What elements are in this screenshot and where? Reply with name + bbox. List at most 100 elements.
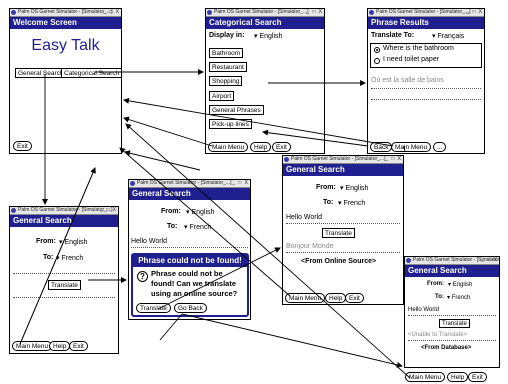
main-menu-button[interactable]: Main Menu <box>405 372 446 382</box>
form-title: Phrase Results <box>368 17 484 29</box>
flow-arrow <box>403 145 406 153</box>
from-label: From: <box>36 238 56 245</box>
palm-icon <box>207 10 212 15</box>
form-title: Categorical Search <box>206 17 324 29</box>
phrase-option-label: I need toilet paper <box>383 56 440 63</box>
to-label: To: <box>167 223 178 230</box>
output-line <box>286 252 400 253</box>
from-language-select[interactable]: ▾ English <box>186 209 215 216</box>
input-line <box>408 315 496 316</box>
exit-button[interactable]: Exit <box>13 141 32 151</box>
from-label: From: <box>316 184 336 191</box>
general-search-online-window: Palm OS Garnet Simulator - [Simulator_..… <box>282 155 404 305</box>
categorical-search-window: Palm OS Garnet Simulator - [Simulator_..… <box>205 8 325 154</box>
dialog-message: Phrase could not be found! Can we transl… <box>151 269 238 298</box>
display-in-select[interactable]: ▾ English <box>254 33 283 40</box>
input-line[interactable] <box>13 273 115 274</box>
main-menu-button[interactable]: Main Menu <box>285 293 326 303</box>
output-line <box>408 340 496 341</box>
help-button[interactable]: Help <box>447 372 469 382</box>
palm-icon <box>130 181 135 186</box>
result-divider <box>371 99 481 100</box>
categorical-search-button[interactable]: Categorical Search <box>61 68 121 78</box>
phrase-input[interactable]: Hello World <box>131 238 168 245</box>
dropdown-arrow-icon: ▾ <box>448 282 452 288</box>
dropdown-arrow-icon: ▾ <box>254 33 258 40</box>
dialog-translate-button[interactable]: Translate <box>136 303 171 313</box>
app-heading: Easy Talk <box>31 37 100 54</box>
help-button[interactable]: Help <box>250 142 272 152</box>
simulator-title-bar: Palm OS Garnet Simulator - [Simulator_..… <box>405 257 499 265</box>
from-language-select[interactable]: ▾ English <box>448 282 473 288</box>
category-button[interactable]: General Phrases <box>209 105 264 115</box>
form-title: General Search <box>283 164 403 176</box>
exit-button[interactable]: Exit <box>345 293 364 303</box>
phrase-input[interactable]: Hello World <box>286 214 323 221</box>
category-button[interactable]: Airport <box>209 91 235 101</box>
exit-button[interactable]: Exit <box>69 341 88 351</box>
translate-button[interactable]: Translate <box>48 280 81 290</box>
general-search-dialog-window: Palm OS Garnet Simulator - [Simulator_..… <box>128 179 251 320</box>
more-button[interactable]: ... <box>433 142 447 152</box>
flow-arrow <box>123 97 394 147</box>
category-button[interactable]: Shopping <box>209 76 243 86</box>
from-language-select[interactable]: ▾ English <box>59 239 88 246</box>
translate-button[interactable]: Translate <box>439 319 470 328</box>
simulator-title-bar: Palm OS Garnet Simulator - [Simulator_..… <box>368 9 484 17</box>
form-title: Welcome Screen <box>10 17 121 29</box>
flow-arrow <box>159 313 183 341</box>
simulator-title-bar: Palm OS Garnet Simulator - [Simulator_..… <box>283 156 403 164</box>
to-language-select[interactable]: ▾ French <box>447 295 471 301</box>
to-language-select[interactable]: ▾ French <box>184 224 212 231</box>
to-language-select[interactable]: ▾ French <box>56 255 84 262</box>
palm-icon <box>406 258 411 263</box>
translate-to-label: Translate To: <box>371 32 415 39</box>
flow-arrow <box>262 129 369 147</box>
to-language-select[interactable]: ▾ French <box>338 200 366 207</box>
main-menu-button[interactable]: Main Menu <box>208 142 249 152</box>
general-search-window: Palm OS Garnet Simulator - [Simulator_..… <box>9 206 119 354</box>
exit-button[interactable]: Exit <box>272 142 291 152</box>
category-button[interactable]: Restaurant <box>209 62 247 72</box>
phrase-option-radio[interactable] <box>374 58 380 64</box>
from-language-select[interactable]: ▾ English <box>340 185 369 192</box>
translate-to-select[interactable]: ▾ Français <box>432 33 465 40</box>
exit-button[interactable]: Exit <box>468 372 487 382</box>
main-menu-button[interactable]: Main Menu <box>391 142 432 152</box>
phrase-option-label: Where is the bathroom <box>383 45 454 52</box>
dropdown-arrow-icon: ▾ <box>184 224 188 231</box>
from-label: From: <box>427 281 444 287</box>
to-label: To: <box>323 199 334 206</box>
to-label: To: <box>435 294 444 300</box>
input-line <box>286 223 400 224</box>
phrase-option-radio[interactable] <box>374 47 380 53</box>
phrase-input[interactable]: Hello World <box>408 307 439 313</box>
simulator-title-bar: Palm OS Garnet Simulator - [Simulator_..… <box>10 207 118 215</box>
flow-arrow <box>119 147 291 297</box>
category-button[interactable]: Pick-up lines <box>209 119 252 129</box>
phrase-results-window: Palm OS Garnet Simulator - [Simulator_..… <box>367 8 485 154</box>
display-in-label: Display in: <box>209 32 245 39</box>
dropdown-arrow-icon: ▾ <box>447 295 451 301</box>
palm-icon <box>369 10 374 15</box>
form-title: General Search <box>405 265 499 277</box>
simulator-title-bar: Palm OS Garnet Simulator - [Simulator_..… <box>10 9 121 17</box>
not-found-dialog: Phrase could not be found! ? Phrase coul… <box>131 253 249 317</box>
palm-icon <box>11 10 16 15</box>
to-label: To: <box>43 254 54 261</box>
flow-arrow <box>123 116 213 147</box>
question-icon: ? <box>137 271 148 282</box>
phrase-options-box <box>370 43 482 68</box>
general-search-database-window: Palm OS Garnet Simulator - [Simulator_..… <box>404 256 500 368</box>
flow-arrow <box>19 167 96 345</box>
translation-result: Où est la salle de bains <box>371 77 444 84</box>
category-button[interactable]: Bathroom <box>209 48 244 58</box>
dropdown-arrow-icon: ▾ <box>59 239 63 246</box>
simulator-title-bar: Palm OS Garnet Simulator - [Simulator_..… <box>206 9 324 17</box>
dialog-go-back-button[interactable]: Go Back <box>174 303 207 313</box>
form-title: General Search <box>129 188 250 200</box>
dialog-title: Phrase could not be found! <box>133 255 247 267</box>
translate-button[interactable]: Translate <box>322 228 355 238</box>
output-line <box>13 297 115 298</box>
